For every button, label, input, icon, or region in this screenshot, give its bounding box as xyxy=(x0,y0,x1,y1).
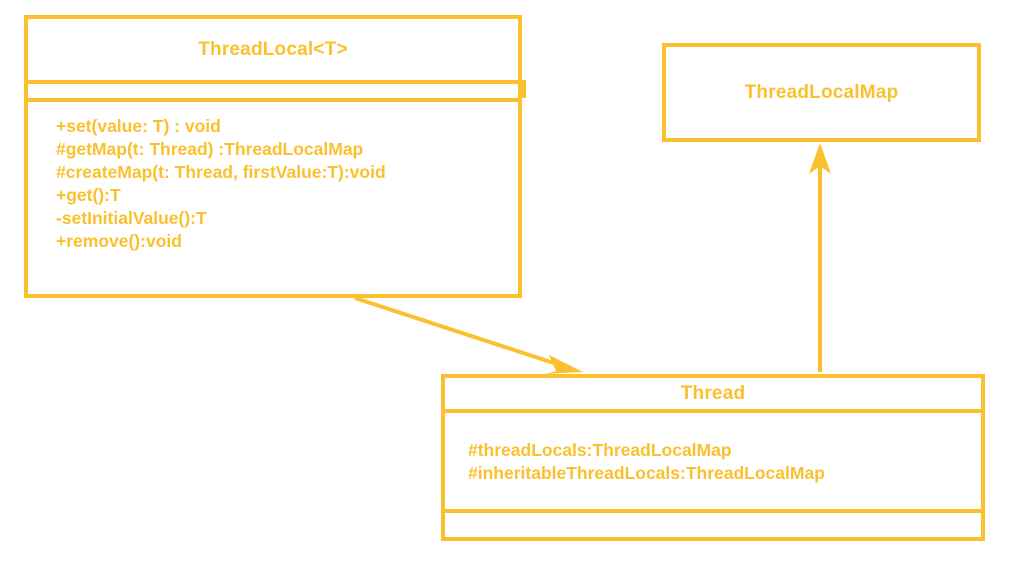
method-item: #getMap(t: Thread) :ThreadLocalMap xyxy=(56,139,364,159)
class-name-threadlocalmap: ThreadLocalMap xyxy=(744,81,899,103)
connector-threadlocal-to-thread xyxy=(354,296,583,374)
class-box-thread[interactable]: Thread #threadLocals:ThreadLocalMap #inh… xyxy=(441,374,985,541)
class-box-threadlocal[interactable]: ThreadLocal<T> +set(value: T) : void #ge… xyxy=(24,15,526,298)
class-methods-compartment-threadlocal: +set(value: T) : void #getMap(t: Thread)… xyxy=(28,98,518,294)
class-name-threadlocal: ThreadLocal<T> xyxy=(198,38,348,60)
connector-thread-to-threadlocalmap xyxy=(809,143,831,372)
class-methods-compartment-thread xyxy=(445,509,981,537)
method-item: #createMap(t: Thread, firstValue:T):void xyxy=(56,162,386,182)
class-title-compartment-threadlocal: ThreadLocal<T> xyxy=(28,19,518,80)
method-item: -setInitialValue():T xyxy=(56,208,207,228)
method-item: +remove():void xyxy=(56,231,182,251)
class-name-thread: Thread xyxy=(680,382,746,404)
connector-line xyxy=(354,296,567,369)
class-attributes-compartment-thread: #threadLocals:ThreadLocalMap #inheritabl… xyxy=(445,409,981,509)
arrowhead-filled-triangle xyxy=(545,355,583,374)
class-attributes-compartment-threadlocal xyxy=(28,80,526,98)
method-item: +get():T xyxy=(56,185,121,205)
class-title-compartment-threadlocalmap: ThreadLocalMap xyxy=(666,47,977,138)
class-title-compartment-thread: Thread xyxy=(445,378,981,409)
arrowhead-filled-triangle xyxy=(809,143,831,174)
attribute-item: #threadLocals:ThreadLocalMap xyxy=(468,440,732,460)
class-box-threadlocalmap[interactable]: ThreadLocalMap xyxy=(662,43,981,142)
method-item: +set(value: T) : void xyxy=(56,116,221,136)
attribute-item: #inheritableThreadLocals:ThreadLocalMap xyxy=(468,463,825,483)
